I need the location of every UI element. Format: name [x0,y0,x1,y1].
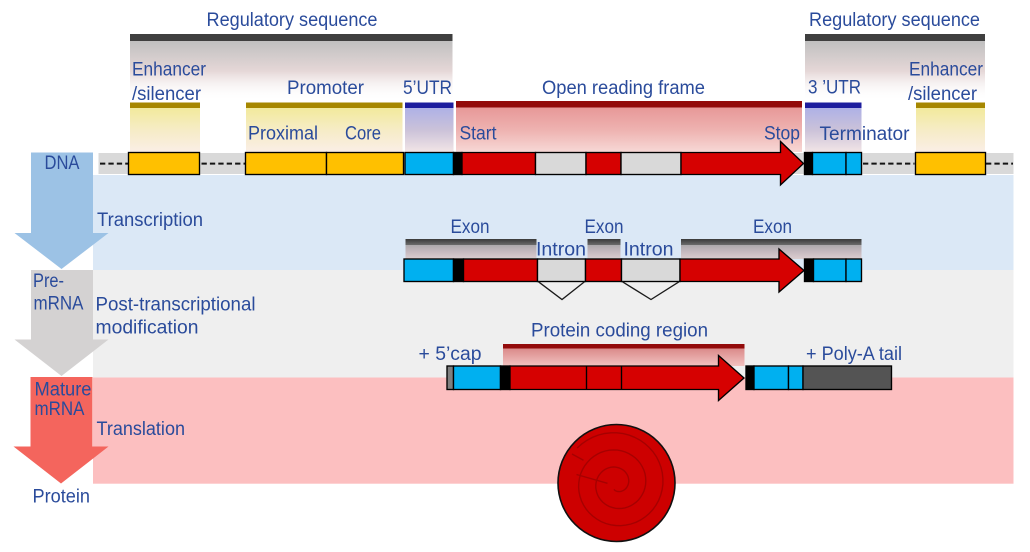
svg-text:Exon: Exon [451,217,490,238]
svg-text:Intron: Intron [536,240,586,261]
svg-text:+ 5’cap: + 5’cap [419,344,482,365]
svg-text:Regulatory sequence: Regulatory sequence [809,10,980,31]
svg-text:Transcription: Transcription [97,210,203,231]
svg-text:Regulatory sequence: Regulatory sequence [207,10,378,31]
svg-text:/silencer: /silencer [908,84,978,105]
svg-text:DNA: DNA [45,153,80,174]
svg-text:5’UTR: 5’UTR [403,78,452,99]
svg-text:Protein: Protein [33,487,91,508]
svg-text:modification: modification [96,318,199,339]
svg-text:Open reading frame: Open reading frame [542,78,705,99]
svg-text:mRNA: mRNA [34,294,84,315]
svg-text:mRNA: mRNA [35,399,85,420]
svg-text:Stop: Stop [764,124,800,145]
svg-text:+ Poly-A tail: + Poly-A tail [806,344,902,365]
svg-text:3 ’UTR: 3 ’UTR [808,78,861,99]
svg-text:Core: Core [345,124,381,145]
svg-text:Intron: Intron [624,240,674,261]
svg-text:Start: Start [460,124,498,145]
svg-text:/silencer: /silencer [132,84,202,105]
svg-text:Pre-: Pre- [33,271,64,292]
svg-text:Protein coding region: Protein coding region [531,321,708,342]
svg-text:Enhancer: Enhancer [132,60,207,81]
svg-text:Mature: Mature [35,380,92,401]
svg-text:Post-transcriptional: Post-transcriptional [96,295,256,316]
svg-text:Promoter: Promoter [287,78,365,99]
svg-text:Translation: Translation [97,419,186,440]
svg-text:Terminator: Terminator [820,124,911,145]
svg-text:Exon: Exon [585,217,624,238]
svg-text:Exon: Exon [753,217,792,238]
svg-text:Proximal: Proximal [248,124,318,145]
svg-text:Enhancer: Enhancer [909,60,984,81]
